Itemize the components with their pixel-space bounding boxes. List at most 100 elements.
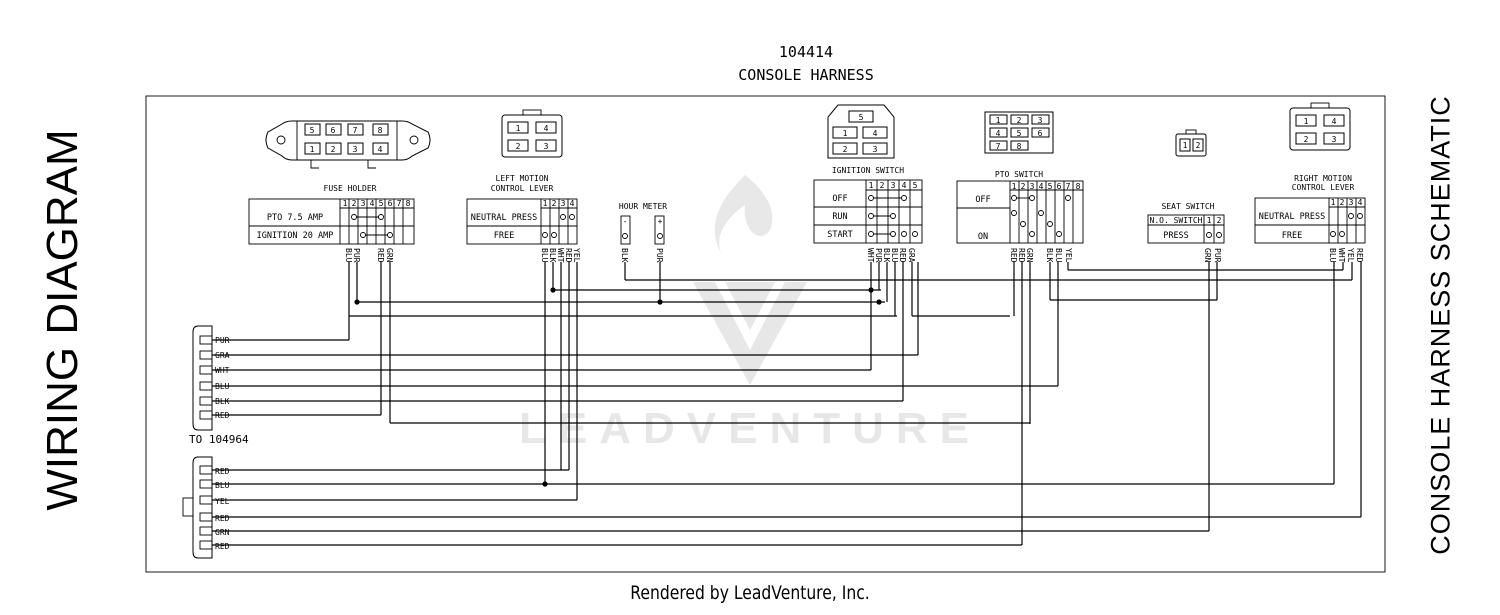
svg-text:PUR: PUR — [655, 248, 664, 263]
svg-text:3: 3 — [891, 181, 896, 190]
watermark: LEADVENTURE — [519, 175, 981, 453]
svg-text:5: 5 — [859, 113, 864, 122]
svg-text:PRESS: PRESS — [1163, 231, 1189, 241]
left-motion-connector: 1 4 2 3 — [501, 109, 563, 158]
fuse-pin: 1 — [310, 145, 315, 154]
wire-routing — [230, 262, 1362, 546]
svg-text:BLU: BLU — [890, 248, 899, 263]
fuse-pin: 6 — [331, 126, 336, 135]
svg-text:BLU: BLU — [215, 481, 230, 490]
svg-text:BLK: BLK — [620, 248, 629, 263]
svg-text:3: 3 — [361, 199, 366, 208]
svg-text:2: 2 — [1017, 116, 1022, 125]
wire-labels: BLU PUR RED GRN BLU BLK WHT RED YEL BLK … — [344, 248, 1364, 263]
svg-text:6: 6 — [1038, 129, 1043, 138]
svg-text:HOUR METER: HOUR METER — [619, 202, 667, 211]
pto-connector: 1 2 3 4 5 6 7 8 — [984, 111, 1054, 154]
svg-text:4: 4 — [996, 129, 1001, 138]
svg-text:RED: RED — [1017, 248, 1026, 263]
svg-text:WHT: WHT — [556, 248, 565, 263]
svg-text:8: 8 — [1017, 142, 1022, 151]
fuse-holder-connector: 5 6 7 8 1 2 3 4 — [265, 120, 431, 169]
plug-a: PUR GRA WHT BLU BLK RED TO 104964 — [189, 325, 249, 446]
svg-text:4: 4 — [873, 129, 878, 138]
svg-text:8: 8 — [1076, 182, 1081, 191]
svg-text:7: 7 — [1066, 182, 1071, 191]
svg-text:2: 2 — [1217, 216, 1222, 225]
ignition-connector: 5 1 4 2 3 — [827, 104, 895, 159]
right-motion-connector: 1 4 2 3 — [1289, 102, 1351, 151]
svg-text:7: 7 — [996, 142, 1001, 151]
plug-b: RED BLU YEL RED GRN RED — [182, 456, 230, 559]
svg-text:WHT: WHT — [215, 366, 230, 375]
svg-text:5: 5 — [913, 181, 918, 190]
svg-text:1: 1 — [343, 199, 348, 208]
svg-text:BLU: BLU — [344, 248, 353, 263]
svg-text:3: 3 — [1030, 182, 1035, 191]
part-number: 104414 — [779, 43, 833, 61]
svg-text:1: 1 — [843, 129, 848, 138]
fuse-pin: 5 — [310, 126, 315, 135]
svg-text:ON: ON — [978, 232, 988, 242]
svg-text:3: 3 — [1332, 135, 1337, 144]
svg-text:START: START — [827, 230, 853, 240]
svg-text:RED: RED — [215, 411, 230, 420]
svg-text:3: 3 — [561, 199, 566, 208]
svg-text:PTO SWITCH: PTO SWITCH — [995, 170, 1043, 179]
svg-text:BLU: BLU — [540, 248, 549, 263]
svg-text:1: 1 — [1331, 198, 1336, 207]
svg-text:RED: RED — [564, 248, 573, 263]
diagram-border — [145, 95, 1386, 573]
svg-text:-: - — [623, 217, 628, 226]
svg-text:2: 2 — [516, 142, 521, 151]
svg-text:GRN: GRN — [215, 528, 230, 537]
svg-text:6: 6 — [1057, 182, 1062, 191]
svg-text:8: 8 — [406, 199, 411, 208]
svg-text:5: 5 — [379, 199, 384, 208]
seat-connector: 1 2 — [1175, 129, 1207, 157]
svg-text:2: 2 — [1340, 198, 1345, 207]
svg-text:2: 2 — [552, 199, 557, 208]
svg-text:GRN: GRN — [1025, 248, 1034, 263]
svg-text:BLK: BLK — [1045, 248, 1054, 263]
svg-text:2: 2 — [352, 199, 357, 208]
fuse-pin: 8 — [378, 126, 383, 135]
fuse-pin: 4 — [378, 145, 383, 154]
svg-text:RIGHT MOTION: RIGHT MOTION — [1294, 174, 1352, 183]
pto-table: PTO SWITCH 1 2 3 4 5 6 7 8 OFF ON — [956, 170, 1084, 244]
svg-text:4: 4 — [1039, 182, 1044, 191]
svg-text:NEUTRAL PRESS: NEUTRAL PRESS — [471, 213, 538, 223]
svg-text:1: 1 — [1183, 141, 1188, 150]
svg-text:2: 2 — [1304, 135, 1309, 144]
svg-text:4: 4 — [570, 199, 575, 208]
svg-text:RED: RED — [376, 248, 385, 263]
svg-text:YEL: YEL — [215, 497, 230, 506]
svg-text:4: 4 — [1332, 117, 1337, 126]
svg-text:GRN: GRN — [385, 248, 394, 263]
footer-credit: Rendered by LeadVenture, Inc. — [630, 582, 870, 604]
fuse-pin: 2 — [331, 145, 336, 154]
svg-text:4: 4 — [1358, 198, 1363, 207]
svg-text:RUN: RUN — [832, 212, 847, 222]
svg-text:OFF: OFF — [832, 194, 847, 204]
svg-text:PUR: PUR — [352, 248, 361, 263]
svg-text:RED: RED — [215, 542, 230, 551]
svg-text:RED: RED — [1009, 248, 1018, 263]
svg-text:1: 1 — [869, 181, 874, 190]
svg-text:YEL: YEL — [572, 248, 581, 263]
svg-text:1: 1 — [516, 124, 521, 133]
svg-text:BLK: BLK — [548, 248, 557, 263]
svg-text:BLU: BLU — [1328, 248, 1337, 263]
svg-text:4: 4 — [902, 181, 907, 190]
svg-text:3: 3 — [873, 145, 878, 154]
fuse-holder-table: FUSE HOLDER 1 2 3 4 5 6 7 8 PTO 7.5 AMP … — [248, 184, 415, 245]
left-motion-table: LEFT MOTION CONTROL LEVER 1 2 3 4 NEUTRA… — [466, 174, 578, 245]
svg-text:6: 6 — [388, 199, 393, 208]
svg-text:PTO 7.5 AMP: PTO 7.5 AMP — [267, 213, 323, 223]
svg-text:WHT: WHT — [866, 248, 875, 263]
watermark-text: LEADVENTURE — [519, 404, 981, 453]
svg-text:BLK: BLK — [215, 397, 230, 406]
svg-text:FREE: FREE — [494, 231, 514, 241]
svg-text:1: 1 — [1012, 182, 1017, 191]
svg-text:1: 1 — [1304, 117, 1309, 126]
